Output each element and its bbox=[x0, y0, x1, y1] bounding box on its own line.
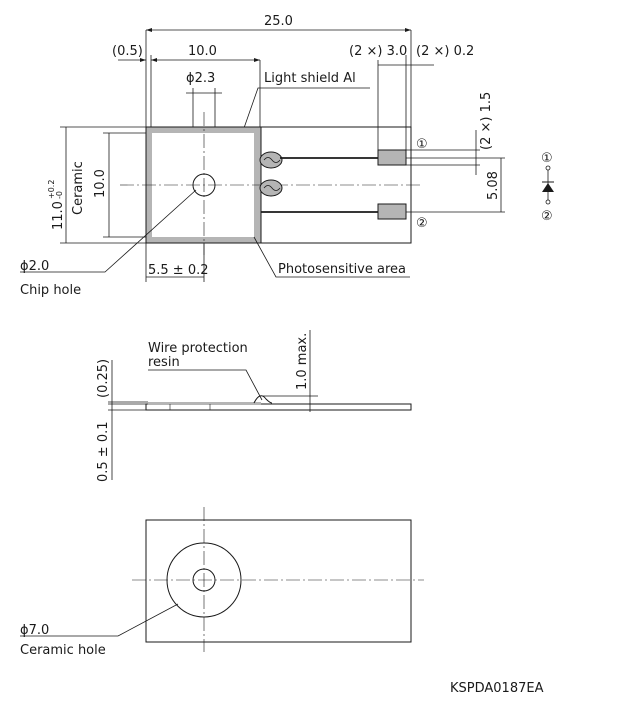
diode-triangle bbox=[542, 183, 554, 192]
dim-pitch: 5.08 bbox=[486, 171, 501, 200]
arrow bbox=[151, 58, 157, 62]
bottom-view: ϕ7.0 Ceramic hole bbox=[20, 507, 424, 658]
dim-offset: (0.5) bbox=[112, 44, 143, 59]
dim-gap: (0.25) bbox=[96, 359, 111, 398]
leader-wire-protection bbox=[148, 369, 263, 401]
pin1-label: ① bbox=[416, 137, 428, 152]
leader-chip-hole bbox=[20, 189, 197, 273]
dim-chip-hole: ϕ2.0 bbox=[20, 259, 49, 274]
ceramic-hole-outer bbox=[166, 542, 242, 618]
dim-lead-len: (2 ×) 3.0 bbox=[349, 44, 407, 59]
symbol-pin2: ② bbox=[541, 209, 553, 224]
label-wire-protection-1: Wire protection bbox=[148, 341, 248, 356]
dim-chip-height: 10.0 bbox=[93, 169, 108, 198]
diode-symbol: ① ② bbox=[541, 151, 554, 224]
bond-pad-2-outline bbox=[259, 179, 283, 197]
dim-active-center: 5.5 ± 0.2 bbox=[148, 263, 209, 278]
dim-lead-width: (2 ×) 1.5 bbox=[479, 92, 494, 150]
dim-ceramic-height: 11.0 bbox=[51, 201, 66, 230]
arrow-right bbox=[405, 28, 411, 32]
label-chip-hole: Chip hole bbox=[20, 283, 81, 298]
ceramic-hole-inner bbox=[192, 568, 216, 592]
pin2-label: ② bbox=[416, 216, 428, 231]
symbol-node-2 bbox=[545, 199, 551, 205]
bond-pad-2 bbox=[260, 180, 282, 196]
tol-ceramic-upper: +0.2 bbox=[47, 180, 56, 199]
side-view: Wire protection resin 1.0 max. (0.25) 0.… bbox=[96, 330, 412, 482]
arrow-left bbox=[146, 28, 152, 32]
dim-overall-width: 25.0 bbox=[264, 14, 293, 29]
lead-terminal-2 bbox=[378, 204, 406, 219]
bond-pad-1 bbox=[260, 152, 282, 168]
symbol-node-1 bbox=[545, 165, 551, 171]
leader-photosensitive bbox=[253, 236, 410, 278]
lead-terminal-1 bbox=[378, 150, 406, 165]
drawing-code: KSPDA0187EA bbox=[450, 681, 544, 696]
lead-terminal-1-outline bbox=[377, 149, 407, 166]
label-photosensitive: Photosensitive area bbox=[278, 262, 406, 277]
bottom-ceramic bbox=[145, 519, 412, 643]
tol-ceramic-lower: -0 bbox=[55, 191, 64, 199]
lead-terminal-2-outline bbox=[377, 203, 407, 220]
dim-thickness: 0.5 ± 0.1 bbox=[96, 421, 111, 482]
side-chip bbox=[148, 402, 261, 405]
label-ceramic: Ceramic bbox=[71, 161, 86, 215]
leader-ceramic-hole bbox=[20, 603, 179, 637]
dim-chip-width: 10.0 bbox=[188, 44, 217, 59]
wire-1 bbox=[263, 157, 281, 163]
symbol-pin1: ① bbox=[541, 151, 553, 166]
arrow bbox=[140, 58, 146, 62]
label-light-shield: Light shield Al bbox=[264, 71, 356, 86]
side-wire-resin bbox=[253, 395, 273, 404]
leader-light-shield bbox=[243, 87, 370, 129]
side-ceramic bbox=[145, 403, 412, 411]
label-ceramic-hole: Ceramic hole bbox=[20, 643, 106, 658]
dim-lead-gap: (2 ×) 0.2 bbox=[416, 44, 474, 59]
dim-shield-dia: ϕ2.3 bbox=[186, 71, 215, 86]
dim-resin-height: 1.0 max. bbox=[295, 333, 310, 390]
dim-ceramic-hole: ϕ7.0 bbox=[20, 623, 49, 638]
wire-2 bbox=[263, 185, 281, 191]
label-wire-protection-2: resin bbox=[148, 355, 180, 370]
bond-pad-1-outline bbox=[259, 151, 283, 169]
arrow bbox=[254, 58, 260, 62]
top-view: 25.0 (0.5) 10.0 ϕ2.3 Light shield Al (2 … bbox=[20, 14, 505, 298]
